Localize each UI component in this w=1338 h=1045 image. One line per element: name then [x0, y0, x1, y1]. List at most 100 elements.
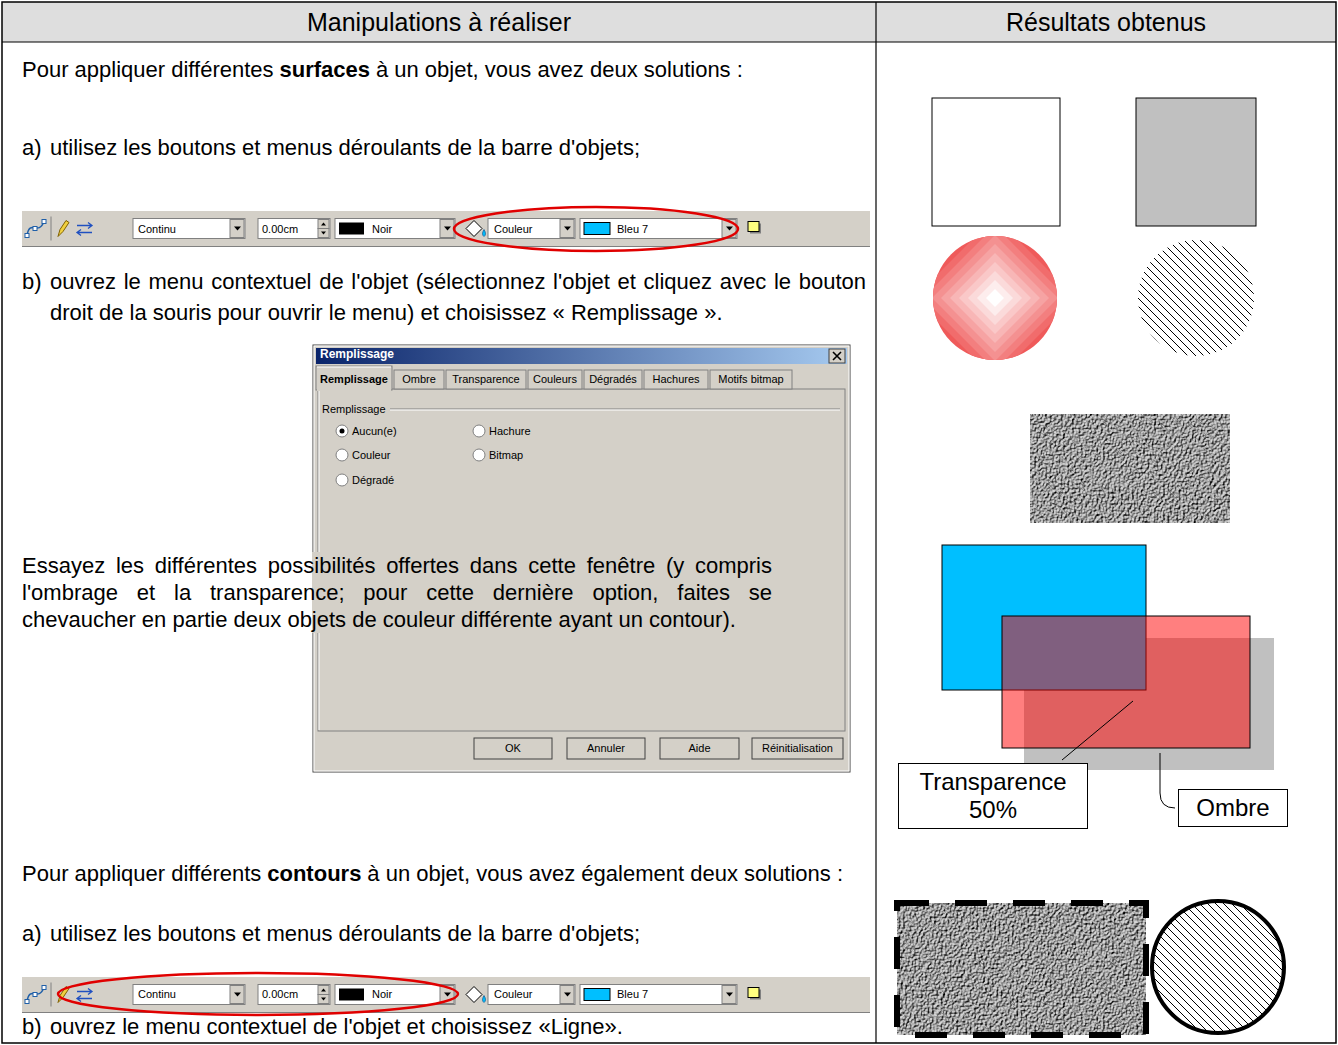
dialog-button: Annuler	[567, 741, 645, 755]
callout-text: Ombre	[1196, 794, 1269, 822]
toolbar-field-text: Bleu 7	[617, 987, 648, 1001]
instruction-text: Essayez les différentes possibilités off…	[22, 552, 772, 633]
table-grid-part	[2, 2, 1336, 42]
dialog-title: Remplissage	[320, 347, 394, 361]
dialog-tab: Transparence	[446, 372, 526, 386]
list-marker: a)	[22, 921, 42, 947]
column-header: Manipulations à réaliser	[2, 7, 876, 37]
toolbar-part	[33, 993, 37, 997]
dialog-window-part	[317, 389, 391, 391]
toolbar-part	[22, 210, 870, 211]
instruction-text: ouvrez le menu contextuel de l'objet (sé…	[50, 266, 866, 328]
toolbar-part	[22, 210, 870, 247]
toolbar-part	[42, 986, 46, 990]
toolbar	[22, 210, 870, 247]
toolbar-part	[466, 221, 482, 237]
toolbar-part	[321, 989, 326, 992]
callout-box: Ombre	[1178, 789, 1288, 827]
dialog-tab: Hachures	[644, 372, 708, 386]
toolbar-part	[584, 223, 610, 235]
radio-option: Couleur	[352, 448, 391, 462]
toolbar-part	[318, 995, 329, 1004]
list-marker: b)	[22, 1014, 42, 1040]
instruction-text: ouvrez le menu contextuel de l'objet et …	[50, 1014, 866, 1040]
toolbar-field-text: Couleur	[494, 987, 533, 1001]
dialog-window-part	[317, 367, 391, 368]
emphasis-text: contours	[267, 861, 361, 886]
dialog-window-part	[644, 370, 708, 389]
radio-option: Bitmap	[489, 448, 523, 462]
toolbar-part	[77, 989, 92, 1002]
toolbar-part	[580, 219, 737, 239]
toolbar-field-text: Bleu 7	[617, 222, 648, 236]
dialog-window-part	[390, 410, 840, 411]
toolbar-part	[58, 221, 69, 237]
dialog-window-part	[473, 449, 485, 461]
toolbar-part	[726, 993, 733, 997]
result-illustrations-part	[1160, 753, 1175, 808]
dialog-tab: Couleurs	[528, 372, 582, 386]
toolbar-part	[25, 1000, 29, 1004]
toolbar-part	[564, 993, 571, 997]
toolbar-part	[483, 996, 486, 1003]
toolbar-part	[318, 220, 329, 229]
highlight-ellipse-part	[454, 207, 738, 251]
table-grid-part	[875, 2, 876, 1043]
radio-option: Dégradé	[352, 473, 394, 487]
toolbar-part	[230, 986, 244, 1004]
toolbar-part	[51, 217, 52, 241]
dialog-window-part	[829, 349, 845, 363]
dialog-window-part	[660, 738, 739, 759]
result-illustrations-part	[897, 903, 1146, 1035]
gradient-circle-part	[923, 226, 1067, 370]
toolbar-part	[488, 219, 575, 239]
gradient-circle-part	[968, 271, 1022, 325]
toolbar-part	[133, 985, 245, 1005]
result-illustrations-part	[897, 903, 1146, 1035]
instruction-text: utilisez les boutons et menus déroulants…	[50, 921, 866, 947]
dialog-window-part	[833, 352, 841, 360]
toolbar-field-text: 0.00cm	[262, 987, 298, 1001]
toolbar-part	[560, 220, 574, 238]
toolbar-part	[321, 998, 326, 1001]
toolbar-part	[483, 230, 486, 237]
dialog-window-part	[336, 449, 348, 461]
list-marker: a)	[22, 135, 42, 161]
dialog-group-label: Remplissage	[322, 402, 386, 416]
dialog-tab: Motifs bitmap	[710, 372, 792, 386]
gradient-circle-part	[986, 289, 1004, 307]
paragraph: Pour appliquer différentessurfacesà un o…	[22, 57, 866, 83]
dialog-window-part	[340, 429, 345, 434]
result-illustrations-part	[932, 98, 1060, 226]
toolbar-part	[726, 227, 733, 231]
dialog-window-part	[316, 348, 847, 364]
dialog-window-part	[752, 738, 843, 759]
instruction-text: à un objet, vous avez également deux sol…	[367, 861, 843, 886]
dialog-window-part	[390, 409, 840, 410]
gradient-circle-part	[932, 235, 1058, 361]
toolbar-part	[335, 985, 455, 1005]
toolbar-part	[440, 220, 454, 238]
toolbar-part	[444, 993, 451, 997]
toolbar-part	[27, 988, 44, 1002]
toolbar-part	[234, 227, 241, 231]
toolbar-part	[722, 986, 736, 1004]
toolbar-part	[25, 234, 29, 238]
toolbar	[22, 976, 870, 1013]
table-grid-part	[2, 41, 1336, 42]
dialog-window-part	[528, 370, 582, 389]
toolbar-part	[258, 219, 330, 239]
gradient-circle-part	[950, 253, 1040, 343]
result-illustrations-part	[1152, 901, 1284, 1033]
dialog-window-part	[336, 474, 348, 486]
toolbar-part	[22, 976, 870, 1013]
toolbar-part	[748, 222, 759, 232]
dialog-button: Réinitialisation	[752, 741, 843, 755]
toolbar-part	[444, 227, 451, 231]
toolbar-part	[77, 223, 92, 236]
result-illustrations-part	[1062, 701, 1133, 760]
radio-option: Hachure	[489, 424, 531, 438]
toolbar-part	[560, 986, 574, 1004]
